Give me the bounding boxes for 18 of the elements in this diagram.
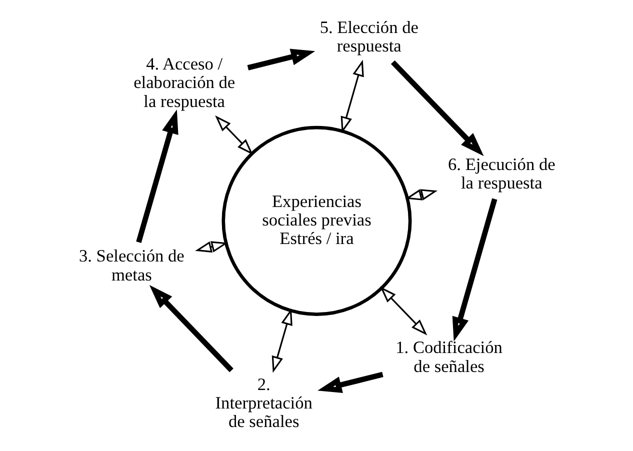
arrow	[340, 60, 364, 134]
arrow	[317, 372, 383, 394]
node-text: 1. Codificación de señales	[395, 338, 502, 376]
arrow	[452, 198, 497, 342]
node-text: 5. Elección de respuesta	[319, 18, 418, 56]
node-text: 4. Acceso / elaboración de la respuesta	[133, 54, 235, 111]
arrow	[380, 286, 427, 336]
arrow	[390, 60, 484, 156]
node-text: 3. Selección de metas	[78, 246, 184, 284]
arrow	[271, 308, 292, 373]
arrow	[136, 110, 178, 243]
arrow	[246, 48, 315, 70]
arrow	[148, 284, 233, 372]
node-text: 6. Ejecución de la respuesta	[448, 154, 555, 193]
arrow	[194, 241, 228, 253]
arrow	[404, 189, 438, 200]
arrow	[214, 115, 253, 155]
node-text: 2. Interpretación de señales	[214, 374, 312, 432]
